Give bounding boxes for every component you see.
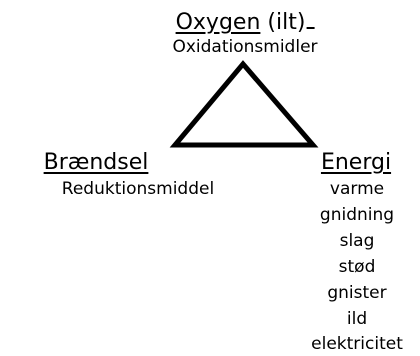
triangle-shape xyxy=(169,60,319,148)
energy-item: elektricitet xyxy=(311,334,403,354)
energy-item: ild xyxy=(346,309,368,329)
oxygen-heading: Oxygen (ilt) xyxy=(176,12,315,34)
energy-name: Energi xyxy=(320,150,392,175)
oxygen-underline-tail xyxy=(306,27,315,29)
energy-item: gnister xyxy=(327,283,387,303)
fuel-role: Reduktionsmiddel xyxy=(61,179,215,199)
energy-item: slag xyxy=(339,231,375,251)
energy-item: varme xyxy=(329,179,385,199)
oxygen-name: Oxygen xyxy=(175,10,261,35)
oxygen-paren: (ilt) xyxy=(260,10,306,35)
energy-item: stød xyxy=(338,257,376,277)
oxygen-role: Oxidationsmidler xyxy=(172,37,318,57)
fuel-heading: Brændsel xyxy=(44,152,149,174)
fuel-name: Brændsel xyxy=(43,150,149,175)
energy-item: gnidning xyxy=(319,205,395,225)
energy-heading: Energi xyxy=(321,152,391,174)
